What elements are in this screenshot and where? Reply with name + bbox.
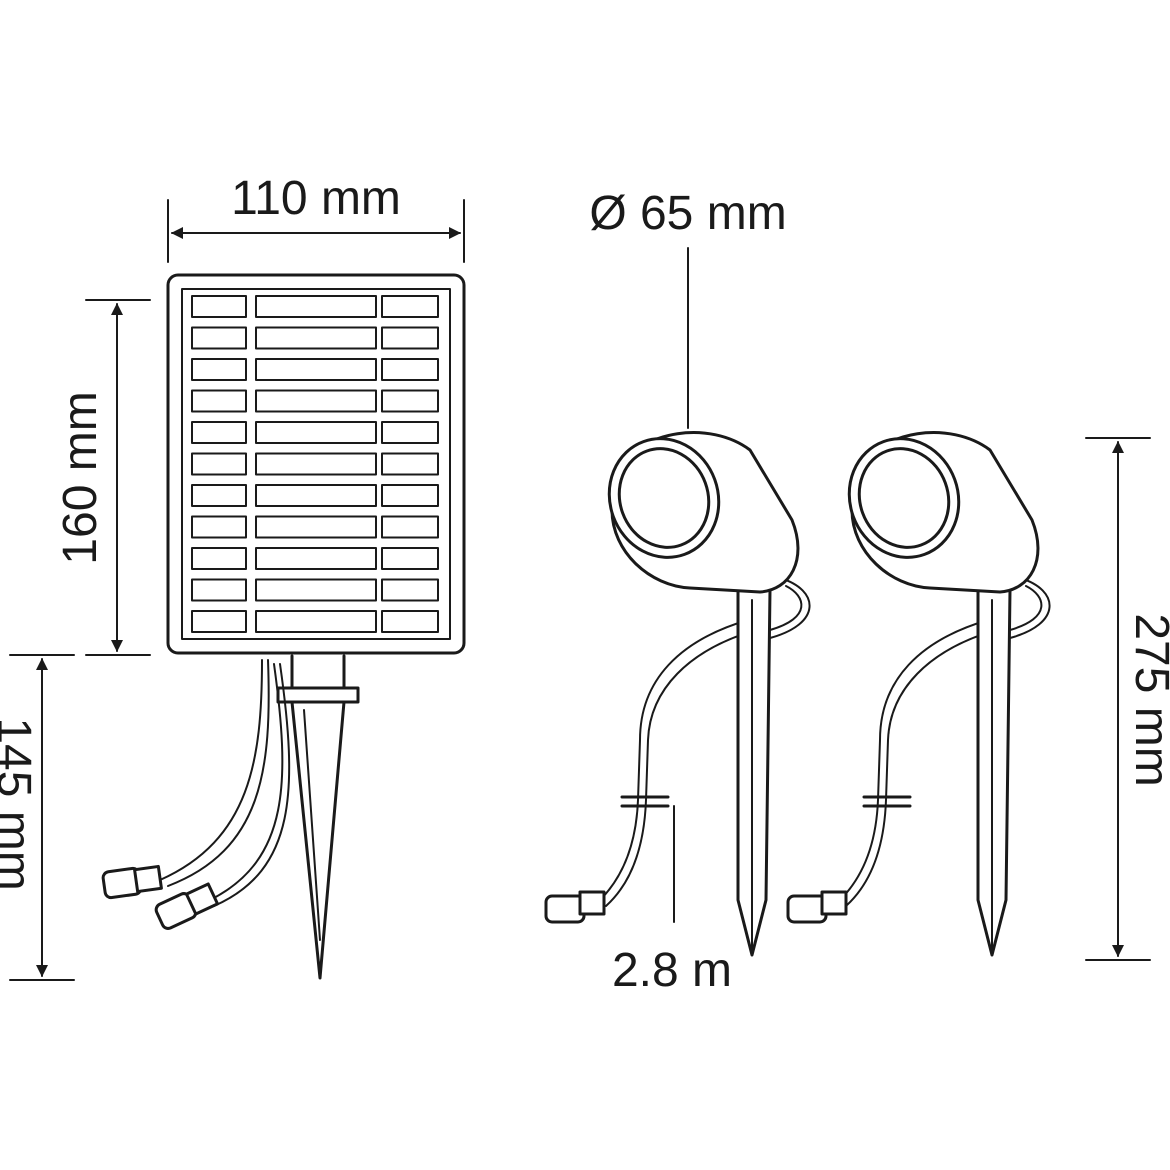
solar-cell (255, 295, 377, 318)
cable-length-dimension: 2.8 m (612, 805, 732, 997)
spotlight (544, 431, 811, 957)
panel-width-dimension: 110 mm (167, 172, 465, 263)
solar-cell (381, 295, 439, 318)
connector-plug (544, 890, 606, 924)
lamp-diameter-dimension: Ø 65 mm (589, 187, 787, 429)
solar-cell (381, 389, 439, 413)
solar-cell (191, 547, 247, 570)
solar-cell (191, 421, 247, 444)
solar-cell (191, 484, 247, 507)
solar-cell (191, 610, 247, 633)
panel-cables (101, 659, 291, 930)
cable-length-label: 2.8 m (612, 944, 732, 997)
solar-cell (255, 610, 377, 633)
solar-cell (255, 515, 377, 539)
solar-cell (381, 484, 439, 507)
panel-width-label: 110 mm (231, 172, 401, 225)
solar-cell (191, 452, 247, 476)
solar-panel (166, 273, 466, 655)
solar-cell (381, 547, 439, 570)
connector-plug (786, 890, 848, 924)
solar-cell (381, 610, 439, 633)
solar-cells (191, 295, 439, 633)
solar-cell (381, 421, 439, 444)
lamp-height-label: 275 mm (1125, 613, 1170, 786)
connector-plug (154, 882, 220, 930)
solar-cell (191, 578, 247, 602)
panel-stake (276, 654, 360, 980)
solar-cell (255, 358, 377, 381)
solar-cell (381, 452, 439, 476)
solar-cell (191, 389, 247, 413)
panel-stake-label: 145 mm (0, 717, 40, 890)
lamp-diameter-label: Ø 65 mm (589, 187, 786, 240)
solar-cell (255, 389, 377, 413)
solar-cell (381, 515, 439, 539)
solar-cell (255, 421, 377, 444)
spotlight (786, 431, 1051, 957)
solar-cell (191, 358, 247, 381)
solar-cell (381, 326, 439, 350)
panel-stake-dimension: 145 mm (0, 654, 75, 981)
solar-cell (191, 295, 247, 318)
connector-plug (101, 864, 163, 900)
solar-cell (381, 578, 439, 602)
solar-cell (255, 452, 377, 476)
solar-cell (381, 358, 439, 381)
solar-cell (255, 326, 377, 350)
solar-cell (255, 484, 377, 507)
solar-cell (191, 515, 247, 539)
solar-cell (255, 578, 377, 602)
solar-cell (255, 547, 377, 570)
panel-height-dimension: 160 mm (54, 299, 151, 656)
lamp-height-dimension: 275 mm (1085, 437, 1170, 961)
solar-cell (191, 326, 247, 350)
panel-height-label: 160 mm (54, 391, 107, 564)
